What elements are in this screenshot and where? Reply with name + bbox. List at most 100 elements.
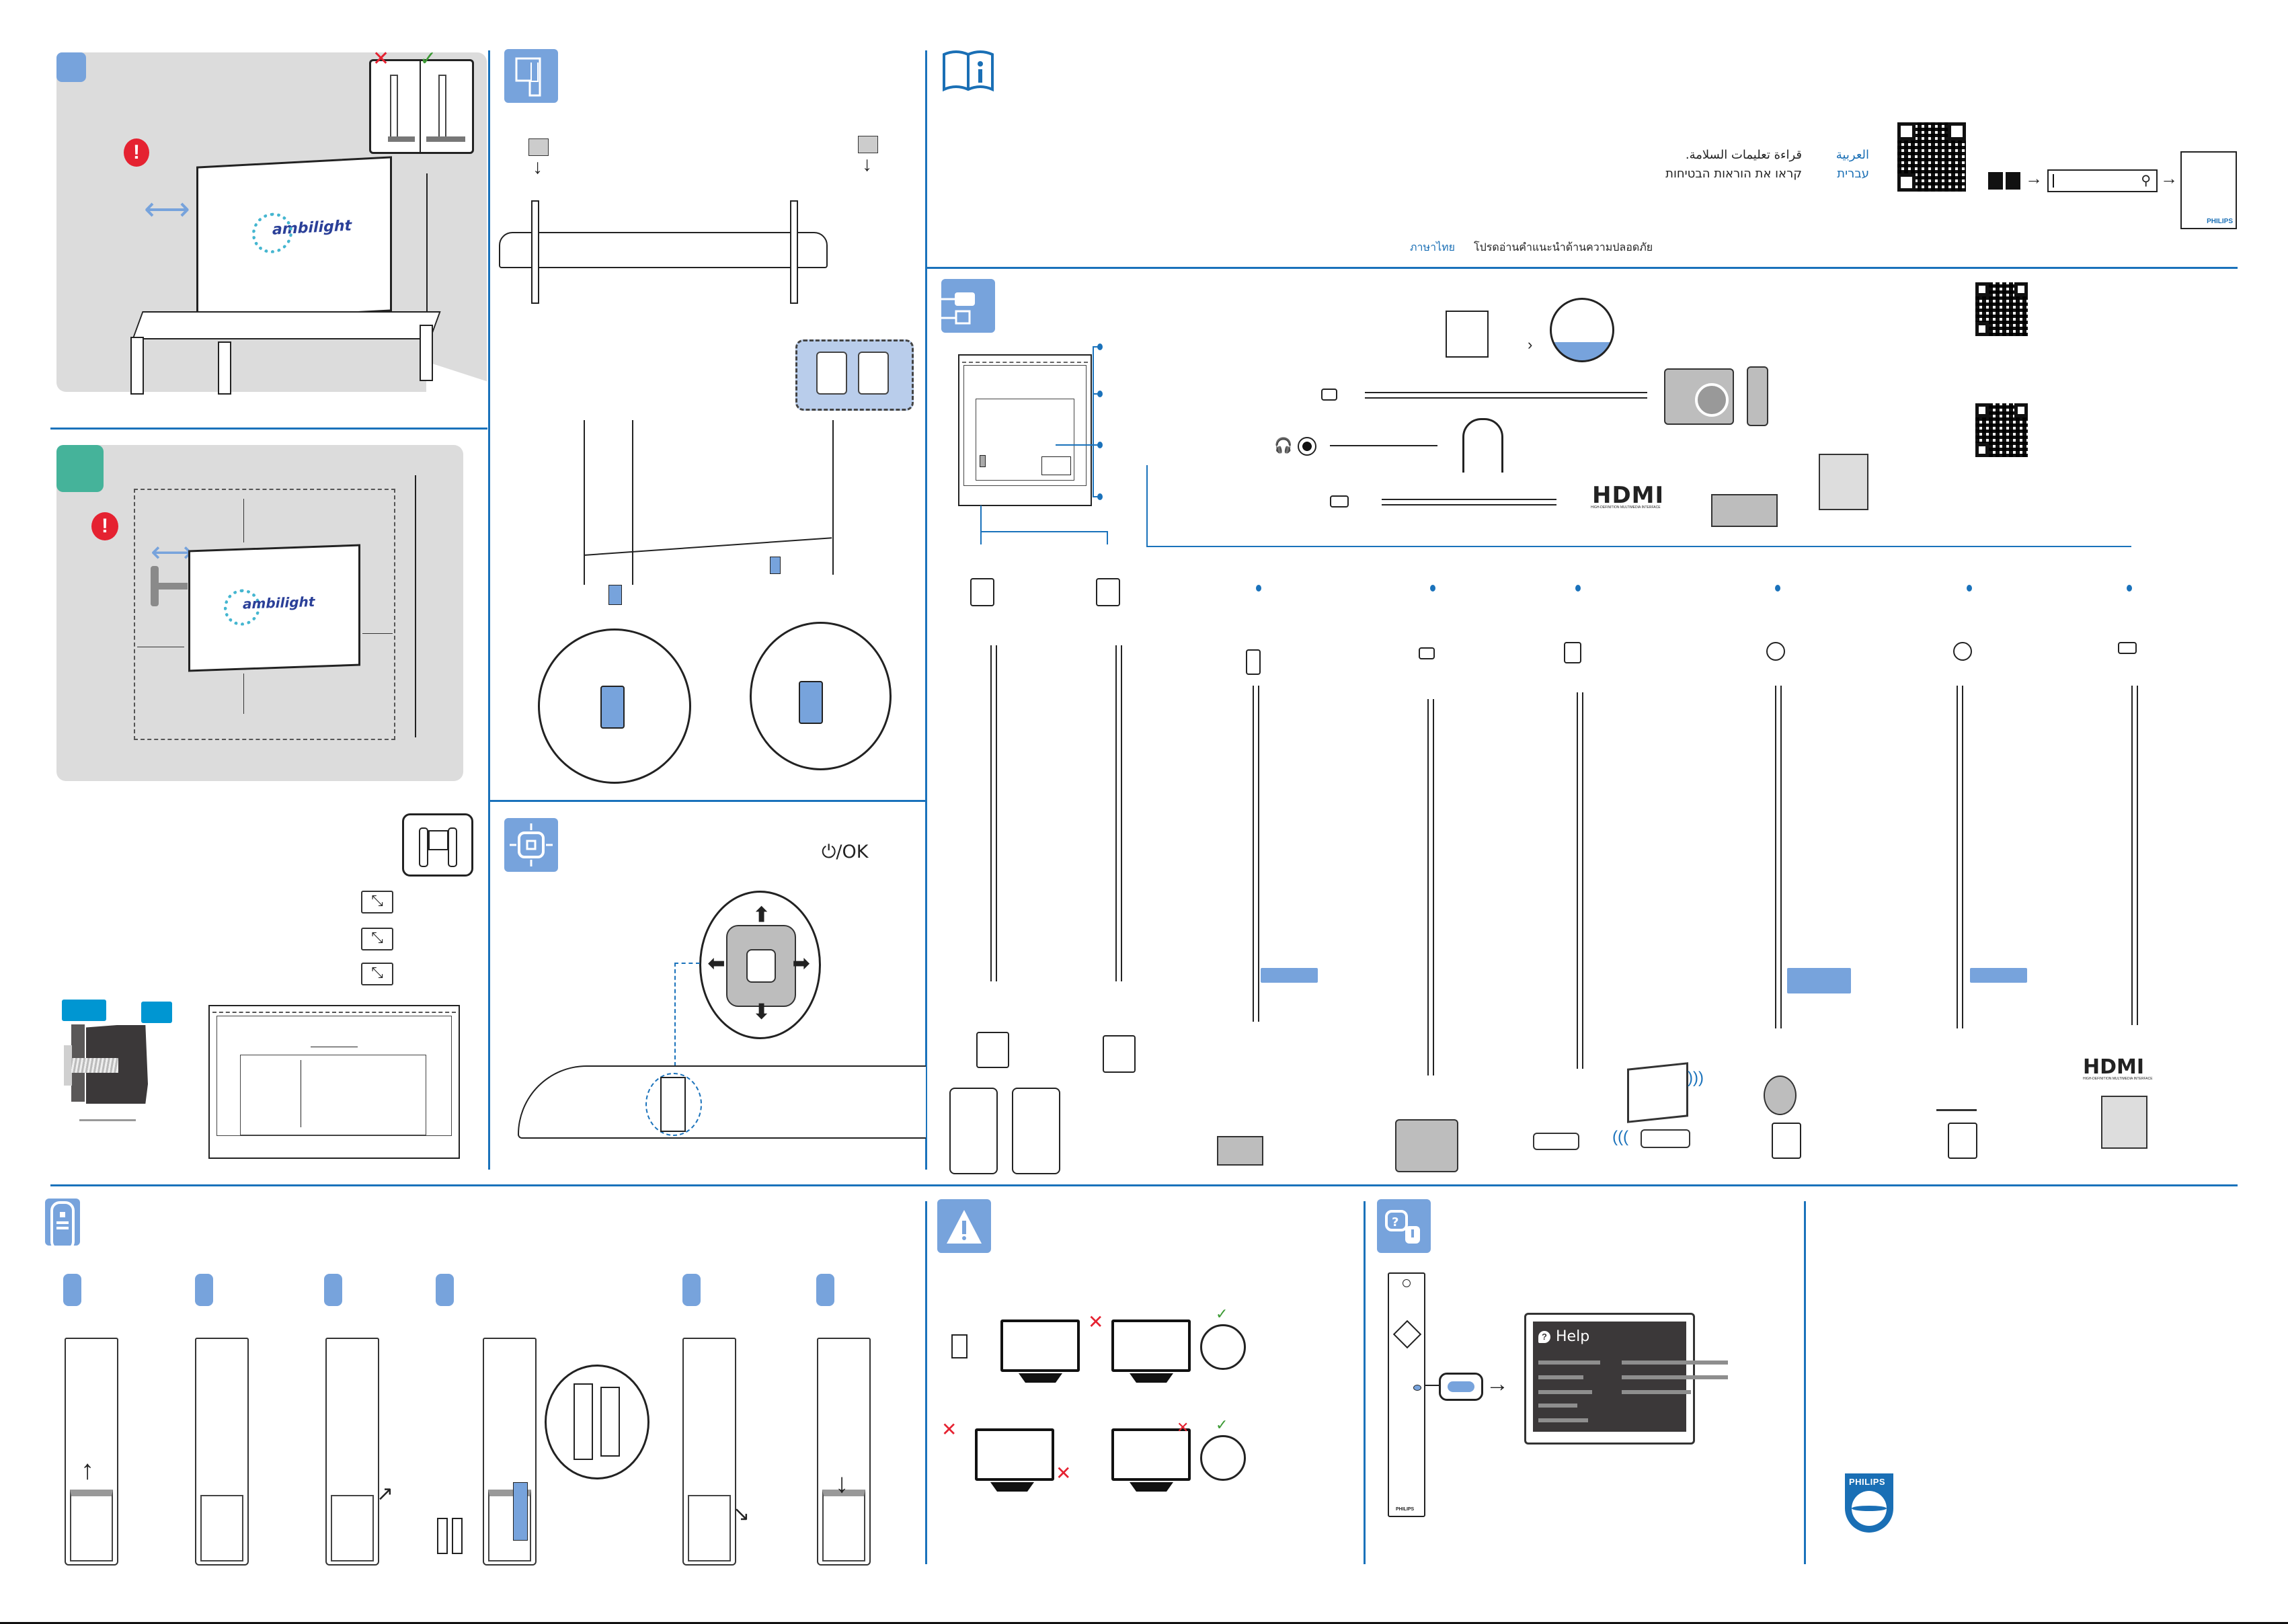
help-key-connector (1424, 1385, 1439, 1386)
usb-cable (1365, 392, 1647, 399)
down-arrow-icon: ↓ (862, 153, 872, 175)
arrow-right-icon: ➡ (793, 952, 810, 975)
tv-back-corner-left (584, 420, 633, 585)
arrow-down-icon: ⬇ (753, 1001, 771, 1023)
hdmi-cable (1382, 499, 1556, 505)
satellite-label (1787, 968, 1851, 993)
distance-arrow-icon: ⟷ (144, 192, 190, 227)
dpad (1392, 1320, 1422, 1349)
safety-text-arabic: قراءة تعليمات السلامة. (1685, 148, 1802, 162)
table-leg-mid (218, 341, 231, 395)
ethernet-cable (1577, 692, 1583, 1069)
help-question-icon: ? (1538, 1331, 1550, 1343)
safety-text-hebrew: קראו את הוראות הבטיחות (1665, 167, 1802, 181)
arrow-icon: → (2025, 168, 2043, 188)
philips-shield-logo: PHILIPS (1845, 1473, 1893, 1533)
lang-arabic[interactable]: العربية (1836, 148, 1869, 162)
clearance-arrow-bottom (243, 674, 244, 714)
exclamation-icon: ! (124, 138, 149, 167)
tv-on-wall: ambilight (188, 544, 360, 672)
arrow-up-icon: ⬆ (753, 904, 771, 926)
hdmi-port (2118, 642, 2137, 654)
divider-main-bottom (50, 1184, 2238, 1186)
power-bracket (980, 505, 982, 532)
wall-corner-line (426, 173, 428, 382)
joystick-leader-line (674, 963, 700, 1066)
arrow-icon: → (2160, 168, 2178, 188)
power-cord-box-eu (949, 1088, 998, 1174)
battery-polarity-zoom (545, 1365, 649, 1479)
arrow-icon: → (1486, 1371, 1509, 1397)
antenna-label (1970, 968, 2027, 983)
camera-icon (1664, 368, 1734, 425)
two-people-carry-icon (402, 813, 473, 877)
no-spray-mark: ✕ (1056, 1462, 1072, 1484)
power-socket-eu (970, 578, 994, 606)
ok-button (746, 949, 776, 983)
distance-arrow-icon: ⟷ (151, 536, 194, 569)
optical-label (1261, 968, 1318, 983)
wall-corner-line (415, 475, 416, 737)
screw-thread (71, 1058, 118, 1073)
ambilight-rays-icon (252, 212, 292, 255)
hdmi-logo: HDMI (1592, 482, 1665, 509)
chevron-right-icon: › (1528, 336, 1533, 353)
close-arrow-icon: ↘ (733, 1503, 750, 1525)
table-leg-right (420, 325, 433, 381)
antenna-cable (1957, 686, 1963, 1028)
incorrect-mark: ✕ (372, 47, 390, 71)
joystick-icon (504, 818, 558, 872)
wall-outlet-uk (1103, 1035, 1136, 1073)
lang-hebrew[interactable]: עברית (1837, 167, 1869, 181)
satellite-dish-icon (1764, 1075, 1797, 1115)
headphone-jack-icon: 🎧 (1274, 437, 1293, 454)
usb-cable-v (1427, 699, 1434, 1075)
antenna-wall-outlet (1948, 1123, 1977, 1159)
stand-foot-icon (504, 49, 558, 103)
ok-mark: ✓ (1216, 1417, 1228, 1434)
connection-bracket (1093, 346, 1094, 497)
table-placement-panel: ✕ ✓ ! ⟷ ambilight (56, 47, 487, 412)
slide-up-arrow-icon: ↑ (81, 1455, 94, 1485)
wireless-tv-icon (1627, 1062, 1688, 1123)
manual-booklet: PHILIPS (2180, 151, 2237, 229)
screw-length-arrow (79, 1119, 136, 1121)
help-button-highlight[interactable] (1413, 1385, 1421, 1391)
correct-mark: ✓ (420, 47, 437, 71)
tv-wipe-dry (1111, 1320, 1191, 1372)
page-bottom-edge (0, 1622, 2288, 1624)
ethernet-port (1564, 642, 1581, 663)
power-cord-box-uk (1012, 1088, 1060, 1174)
audio-jack-icon (1298, 437, 1316, 456)
no-heat-mark: ✕ (1088, 1311, 1104, 1333)
optical-port (1246, 649, 1261, 675)
tilt-bad-tv (390, 75, 398, 138)
remote-back-step6 (817, 1338, 871, 1566)
divider-stand-joystick (489, 800, 925, 802)
booklet-brand: PHILIPS (2207, 218, 2233, 225)
tv-back-vesa (208, 1005, 460, 1159)
hdmi-tagline: HIGH-DEFINITION MULTIMEDIA INTERFACE (2083, 1077, 2153, 1081)
philips-globe-icon (1852, 1491, 1887, 1526)
lang-thai[interactable]: ภาษาไทย (1410, 241, 1456, 253)
cable-clip-blue (770, 557, 781, 574)
power-cable-uk (1115, 645, 1122, 981)
hdmi-cable-v (2131, 686, 2138, 1025)
exclamation-icon: ! (91, 512, 118, 540)
wall-outlet-eu (976, 1032, 1009, 1068)
tv-back-panel (958, 354, 1092, 506)
tilt-inset (369, 59, 474, 154)
tv-no-liquid (975, 1428, 1054, 1481)
open-book-icon (1987, 169, 2022, 191)
step-badge-6 (816, 1274, 834, 1306)
satellite-port (1766, 642, 1785, 661)
step-badge-2 (195, 1274, 213, 1306)
tilt-good-tv (438, 75, 446, 138)
stand-foot-part-left (528, 138, 549, 156)
tv-back-corner-right (815, 420, 834, 575)
hdmi-tagline: HIGH-DEFINITION MULTIMEDIA INTERFACE (1591, 505, 1661, 510)
search-input[interactable]: ⚲ (2047, 169, 2158, 192)
stand-foot-left (531, 200, 539, 304)
cable-clip-blue (608, 585, 622, 605)
hard-drive-icon (1747, 366, 1768, 426)
